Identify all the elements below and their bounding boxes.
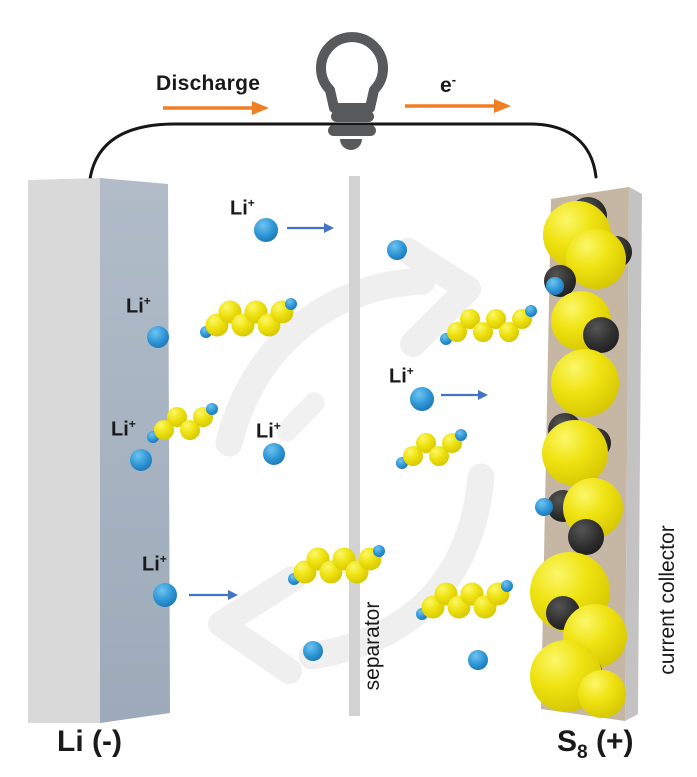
sulfur-particle [551, 349, 619, 417]
li-ion [130, 449, 152, 471]
li-ion-label: Li+ [230, 196, 255, 220]
li-ion [410, 387, 488, 411]
sulfur-atom [416, 433, 436, 453]
li-end-cap [285, 298, 297, 310]
sulfur-atom [167, 407, 187, 427]
li-ion-sphere [468, 650, 488, 670]
li-ion [387, 240, 407, 260]
electron-flow-arrow [405, 99, 511, 113]
li-ion [468, 650, 488, 670]
li-ion-sphere [153, 583, 177, 607]
sulfur-atom [486, 309, 506, 329]
discharge-arrow [163, 101, 269, 115]
sulfur-atom [460, 309, 480, 329]
polysulfide-chain [147, 403, 218, 443]
separator-bar [349, 176, 360, 716]
li-ion-label: Li+ [389, 364, 414, 388]
polysulfide-chain [396, 429, 467, 469]
sulfur-atom [154, 420, 174, 440]
polysulfide-chain [288, 545, 385, 585]
li-ion-arrow [189, 590, 238, 600]
polysulfide-chain [200, 298, 297, 338]
separator-label: separator [361, 601, 384, 691]
li-ion-arrow [441, 390, 488, 400]
sulfur-atom [403, 446, 423, 466]
electron-label: e- [440, 72, 457, 97]
polysulfide-chain [440, 305, 537, 345]
li-ion [263, 443, 285, 465]
sulfur-atom [447, 322, 467, 342]
li-ion-label: Li+ [256, 419, 281, 443]
polysulfide-chain [416, 580, 513, 620]
li-ion [303, 641, 323, 661]
cycle-arrow-top [215, 238, 481, 457]
carbon-particle [568, 519, 604, 555]
li-ion [153, 583, 238, 607]
li-ion-arrow [287, 223, 334, 233]
circuit-wire [88, 122, 598, 181]
li-ion-sphere [387, 240, 407, 260]
sulfur-atom [473, 322, 493, 342]
cathode-label: S8 (+) [557, 725, 634, 763]
li-ion-sphere [254, 218, 278, 242]
sulfur-atom [499, 322, 519, 342]
li-ion-sphere [263, 443, 285, 465]
li-ion-sphere [303, 641, 323, 661]
li-ion [147, 326, 169, 348]
anode-slab [28, 178, 170, 723]
lightbulb-icon [316, 32, 388, 150]
li-ion-label: Li+ [142, 552, 167, 576]
sulfur-particle [542, 420, 608, 486]
li-end-cap [455, 429, 467, 441]
li-ion-sphere [147, 326, 169, 348]
li-ion-particle [546, 277, 564, 295]
anode-label: Li (-) [57, 725, 122, 758]
discharge-label: Discharge [156, 72, 261, 95]
sulfur-atom [429, 446, 449, 466]
sulfur-particle [578, 670, 626, 718]
li-ion-sphere [130, 449, 152, 471]
li-end-cap [501, 580, 513, 592]
li-ion-particle [535, 498, 553, 516]
sulfur-particle [566, 229, 626, 289]
li-end-cap [373, 545, 385, 557]
li-ion-label: Li+ [111, 417, 136, 441]
li-end-cap [525, 305, 537, 317]
carbon-particle [583, 317, 619, 353]
current-collector-label: current collector [656, 525, 679, 675]
li-ion [254, 218, 334, 242]
sulfur-atom [180, 420, 200, 440]
li-end-cap [206, 403, 218, 415]
li-ion-sphere [410, 387, 434, 411]
li-ion-label: Li+ [126, 294, 151, 318]
